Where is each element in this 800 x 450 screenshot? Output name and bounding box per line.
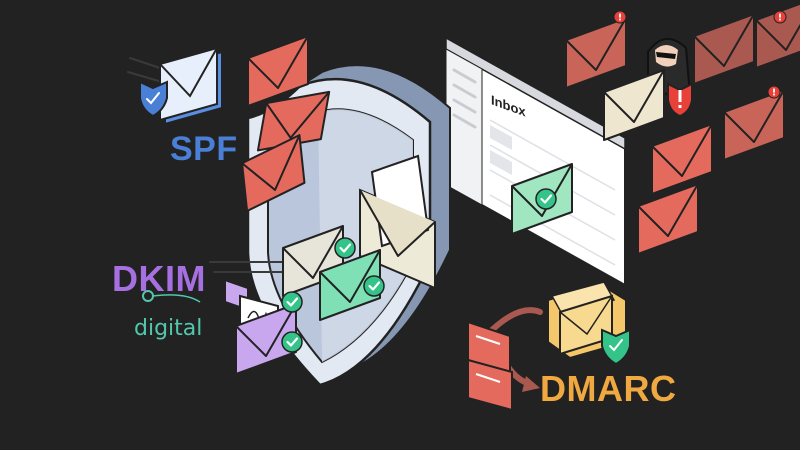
dmarc-report-cards xyxy=(467,320,513,412)
dmarc-folder-icon xyxy=(547,281,631,366)
digital-label: digital xyxy=(134,316,203,341)
dmarc-label: DMARC xyxy=(540,368,677,409)
digital-pin xyxy=(142,290,201,303)
spf-label: SPF xyxy=(170,130,238,168)
hacker-envelope-icon xyxy=(603,69,693,141)
dkim-label: DKIM xyxy=(112,258,206,299)
inbox-window xyxy=(445,36,626,287)
motion-lines xyxy=(127,57,283,273)
spf-envelope-icon xyxy=(139,46,223,126)
